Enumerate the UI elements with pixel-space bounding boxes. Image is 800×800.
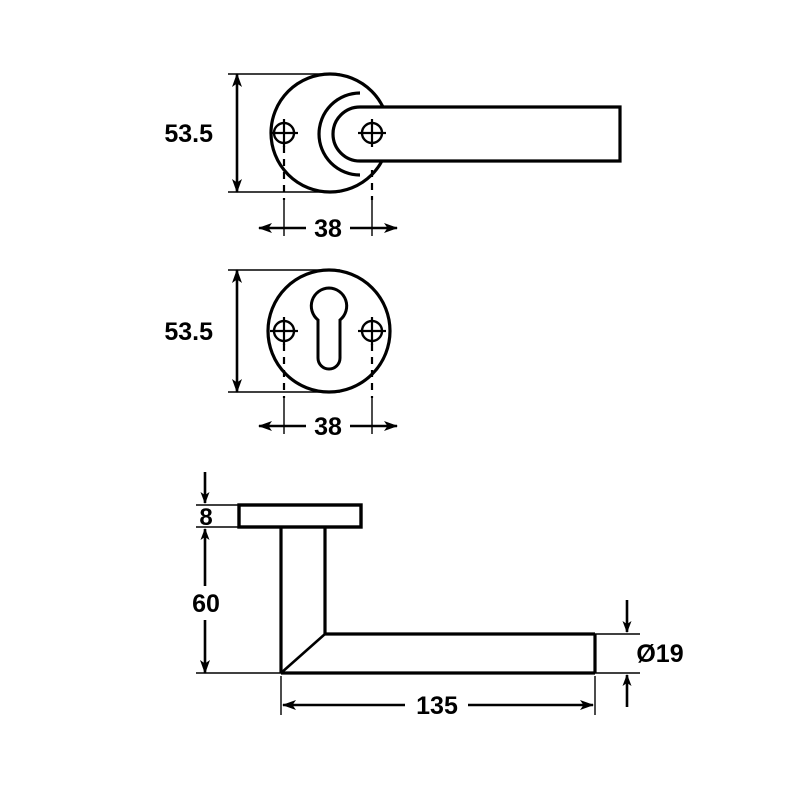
lever-arm-side — [280, 632, 597, 675]
dimension-label-v2-hole-spacing: 38 — [314, 413, 342, 441]
lever-bar-outline — [331, 105, 622, 163]
dimension-v3-projection: 60 — [192, 560, 220, 674]
screw-hole-right-v2 — [358, 317, 386, 345]
dimension-v3-bar-diameter: Ø19 — [592, 600, 684, 707]
witness-lines-v3-vertical — [196, 504, 288, 674]
lever-chamfer-line — [280, 633, 326, 674]
dimension-v3-plate-thickness: 8 — [199, 472, 213, 560]
rose-boss-arc — [317, 91, 361, 177]
screw-hole-left-v2 — [270, 317, 298, 345]
screw-hole-left-v1 — [270, 119, 298, 147]
dimension-v2-hole-spacing: 38 — [258, 396, 398, 441]
dimension-label-v1-height: 53.5 — [164, 120, 213, 148]
dimension-label-v3-plate-thickness: 8 — [199, 504, 212, 531]
dimension-label-v1-hole-spacing: 38 — [314, 215, 342, 243]
dimension-v1-hole-spacing: 38 — [258, 198, 398, 243]
dimension-v3-length: 135 — [280, 676, 596, 720]
view-front-lever-on-rose: 53.5 — [164, 72, 622, 243]
view-front-escutcheon: 53.5 — [164, 268, 398, 441]
screw-hole-right-v1 — [358, 119, 386, 147]
screw-centre-lines-v2 — [282, 344, 374, 398]
dimension-label-v2-height: 53.5 — [164, 318, 213, 346]
euro-profile-keyhole — [309, 286, 349, 371]
dimension-label-v3-projection: 60 — [192, 590, 220, 618]
lever-neck-lines — [279, 527, 327, 673]
dimension-v2-height: 53.5 — [164, 269, 242, 393]
dimension-label-v3-length: 135 — [416, 692, 458, 720]
dimension-label-v3-bar-diameter: Ø19 — [636, 640, 683, 668]
view-side-lever: 8 60 135 Ø19 — [192, 472, 684, 720]
dimension-v1-height: 53.5 — [164, 73, 242, 193]
rose-plate-side — [237, 503, 363, 529]
screw-centre-lines-v1 — [282, 146, 374, 200]
